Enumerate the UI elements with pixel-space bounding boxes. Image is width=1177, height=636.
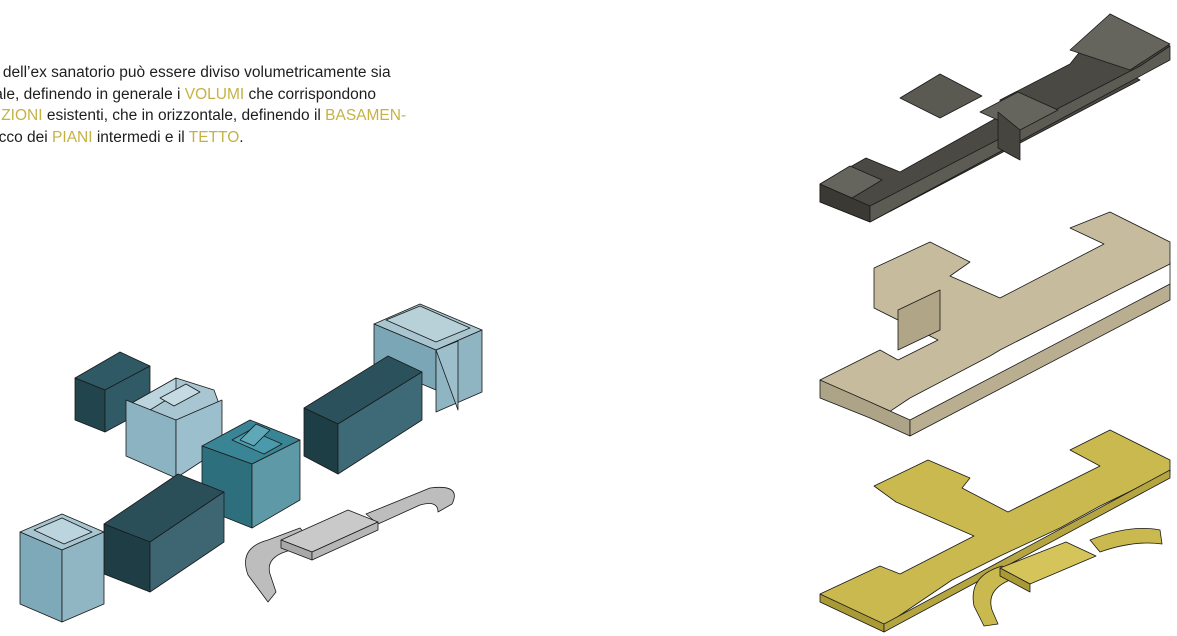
volume-front-dark (103, 473, 225, 593)
intro-line-3: NZIONI esistenti, che in orizzontale, de… (0, 105, 530, 127)
volume-front-light (19, 513, 105, 623)
ramp-volume (245, 486, 455, 603)
intro-paragraph: o dell’ex sanatorio può essere diviso vo… (0, 62, 530, 148)
base-layer (819, 429, 1171, 633)
volume-long-back-dark (303, 355, 423, 475)
highlight-tetto: TETTO (188, 128, 240, 146)
volume-mid-teal (201, 419, 301, 529)
roof-layer (819, 13, 1171, 223)
floors-layer (819, 211, 1171, 437)
vertical-volumes-group (19, 303, 483, 623)
highlight-piani: PIANI (52, 128, 93, 146)
highlight-funzioni: NZIONI (0, 107, 43, 124)
highlight-basamento: BASAMEN- (325, 107, 407, 124)
intro-line-1: o dell’ex sanatorio può essere diviso vo… (0, 64, 391, 81)
volume-chapel-light (125, 377, 223, 479)
intro-line-4: occo dei PIANI intermedi e il TETTO. (0, 128, 244, 146)
intro-line-2: tale, definendo in generale i VOLUMI che… (0, 85, 377, 103)
volume-back-dark (74, 351, 151, 433)
highlight-volumi: VOLUMI (184, 85, 245, 103)
